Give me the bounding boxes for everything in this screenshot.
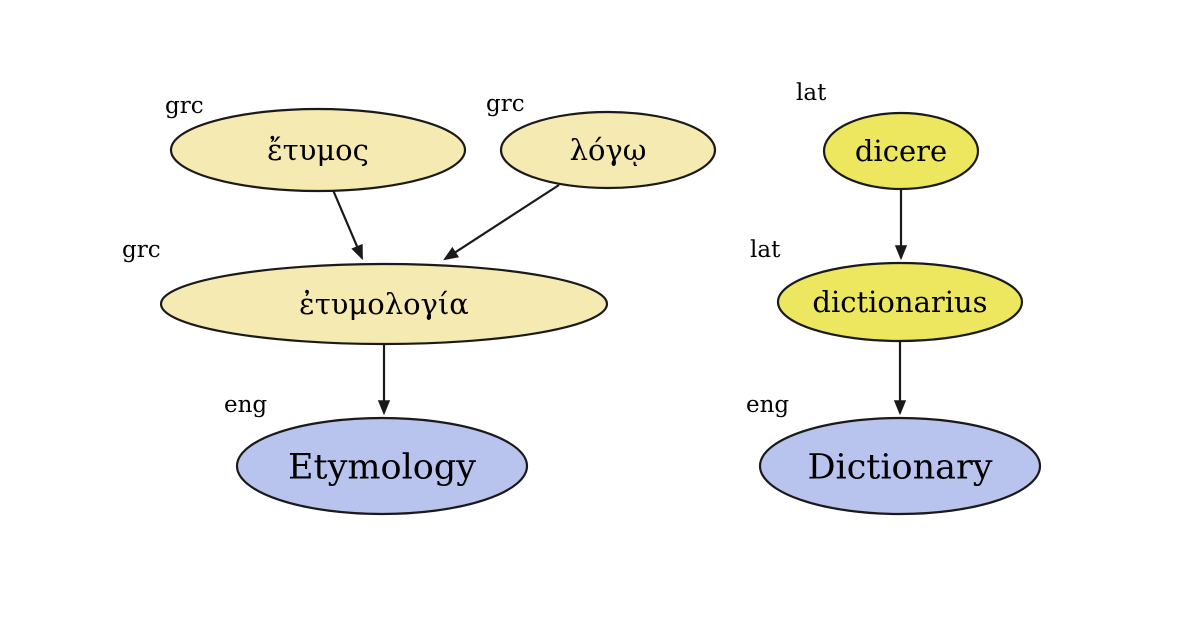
node-etymologia: ἐτυμολογία grc: [122, 237, 609, 346]
edge-logoi-to-etymologia: [443, 184, 560, 261]
node-dicere-ellipse: [822, 111, 980, 191]
node-logoi-ellipse: [499, 110, 717, 190]
node-etymology-label: Etymology: [288, 447, 476, 487]
node-logoi-label: λόγῳ: [570, 133, 647, 167]
node-dictionarius-ellipse: [776, 261, 1024, 343]
node-dictionary-lang-tag: eng: [746, 392, 789, 418]
node-etymos-lang-tag: grc: [165, 93, 204, 119]
node-etymologia-label: ἐτυμολογία: [299, 287, 469, 321]
node-dictionary-label: Dictionary: [807, 447, 992, 487]
node-etymos-ellipse: [169, 107, 467, 193]
node-etymology: Etymology eng: [224, 392, 529, 516]
node-dictionarius-lang-tag: lat: [750, 237, 781, 263]
node-etymology-ellipse: [235, 416, 529, 516]
node-etymos: ἔτυμος grc: [165, 93, 467, 193]
node-logoi: λόγῳ grc: [486, 91, 717, 190]
node-dicere-label: dicere: [855, 134, 947, 168]
node-dictionarius: dictionarius lat: [750, 237, 1024, 343]
node-dicere: dicere lat: [796, 80, 980, 191]
node-etymologia-ellipse: [159, 262, 609, 346]
node-dictionarius-label: dictionarius: [812, 285, 987, 319]
edges: [331, 184, 908, 416]
node-etymologia-lang-tag: grc: [122, 237, 161, 263]
node-dicere-lang-tag: lat: [796, 80, 827, 106]
node-dictionary-ellipse: [758, 416, 1042, 516]
node-etymos-label: ἔτυμος: [267, 133, 369, 167]
node-etymology-lang-tag: eng: [224, 392, 267, 418]
edge-etymos-to-etymologia: [331, 189, 364, 261]
node-dictionary: Dictionary eng: [746, 392, 1042, 516]
node-logoi-lang-tag: grc: [486, 91, 525, 117]
